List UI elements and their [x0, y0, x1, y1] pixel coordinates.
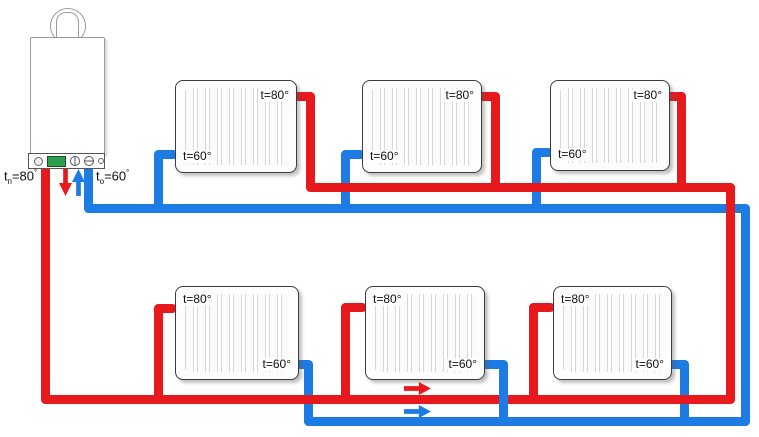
radiator-supply-label: t=80°: [443, 88, 476, 102]
bottom-supply-flow-arrow: [404, 382, 431, 395]
valve-icon: [84, 156, 95, 166]
radiator-5: t=80° t=60°: [365, 286, 485, 380]
radiator-supply-label: t=80°: [631, 88, 664, 102]
pipe-supply-riser-r4: [154, 304, 163, 404]
boiler-control-panel: [28, 153, 105, 169]
pipe-supply-riser-r2: [491, 92, 500, 192]
pipe-return-stub-r3: [532, 148, 553, 157]
supply-flow-down-arrow: [59, 169, 72, 196]
pipe-supply-riser-r1: [306, 92, 315, 192]
pipe-return-bottom-main: [304, 417, 750, 426]
pipe-supply-stub-r4: [154, 304, 177, 313]
radiator-return-label: t=60°: [260, 357, 293, 371]
pipe-supply-stub-r2: [478, 92, 500, 101]
pipe-supply-stub-r5: [341, 303, 367, 312]
pipe-return-stub-r2: [341, 150, 365, 159]
boiler: [30, 37, 105, 155]
pipe-supply-top-main: [306, 183, 735, 192]
power-icon: [70, 156, 81, 166]
pipe-supply-riser-r5: [341, 303, 350, 404]
display-screen: [46, 155, 67, 167]
pipe-return-drop-r5: [499, 360, 508, 426]
radiator-return-label: t=60°: [368, 149, 401, 163]
pipe-return-drop-r2: [341, 150, 350, 213]
pipe-return-mid-main: [84, 204, 750, 213]
pipe-supply-boiler-drop: [41, 162, 50, 404]
pipe-return-stub-r6: [668, 360, 689, 369]
radiator-supply-label: t=80°: [559, 292, 592, 306]
pipe-return-drop-r6: [680, 360, 689, 426]
radiator-supply-label: t=80°: [371, 292, 404, 306]
radiator-return-label: t=60°: [446, 357, 479, 371]
pipe-return-drop-r3: [532, 148, 541, 213]
radiator-supply-label: t=80°: [258, 88, 291, 102]
pipe-supply-right-riser: [726, 183, 735, 404]
pipe-return-drop-r4: [304, 360, 313, 426]
pipe-supply-stub-r6: [529, 303, 555, 312]
radiator-4: t=80° t=60°: [175, 286, 299, 380]
radiator-return-label: t=60°: [556, 147, 589, 161]
radiator-supply-label: t=80°: [181, 292, 214, 306]
boiler-supply-temp-label: tп=80°: [4, 168, 38, 186]
radiator-return-label: t=60°: [181, 149, 214, 163]
radiator-2: t=80° t=60°: [362, 80, 482, 173]
pipe-supply-riser-r3: [677, 92, 686, 192]
pipe-supply-stub-r1: [291, 92, 315, 101]
boiler-return-temp-label: tо=60°: [96, 168, 130, 186]
pipe-return-stub-r1: [154, 150, 178, 159]
pipe-return-drop-r1: [154, 150, 163, 213]
pipe-supply-stub-r3: [666, 92, 686, 101]
pipe-supply-riser-r6: [529, 303, 538, 404]
radiator-1: t=80° t=60°: [175, 80, 297, 173]
radiator-3: t=80° t=60°: [550, 80, 670, 171]
indicator-dot-icon: [98, 158, 104, 164]
boiler-flue-pipe: [56, 12, 79, 41]
knob-icon: [34, 156, 43, 166]
pipe-return-stub-r5: [481, 360, 508, 369]
radiator-6: t=80° t=60°: [553, 286, 672, 380]
pipe-return-right-downcomer: [741, 204, 750, 426]
pipe-return-stub-r4: [294, 360, 313, 369]
pipe-return-boiler-riser: [84, 162, 93, 213]
pipe-supply-bottom-main: [41, 395, 735, 404]
radiator-return-label: t=60°: [633, 357, 666, 371]
